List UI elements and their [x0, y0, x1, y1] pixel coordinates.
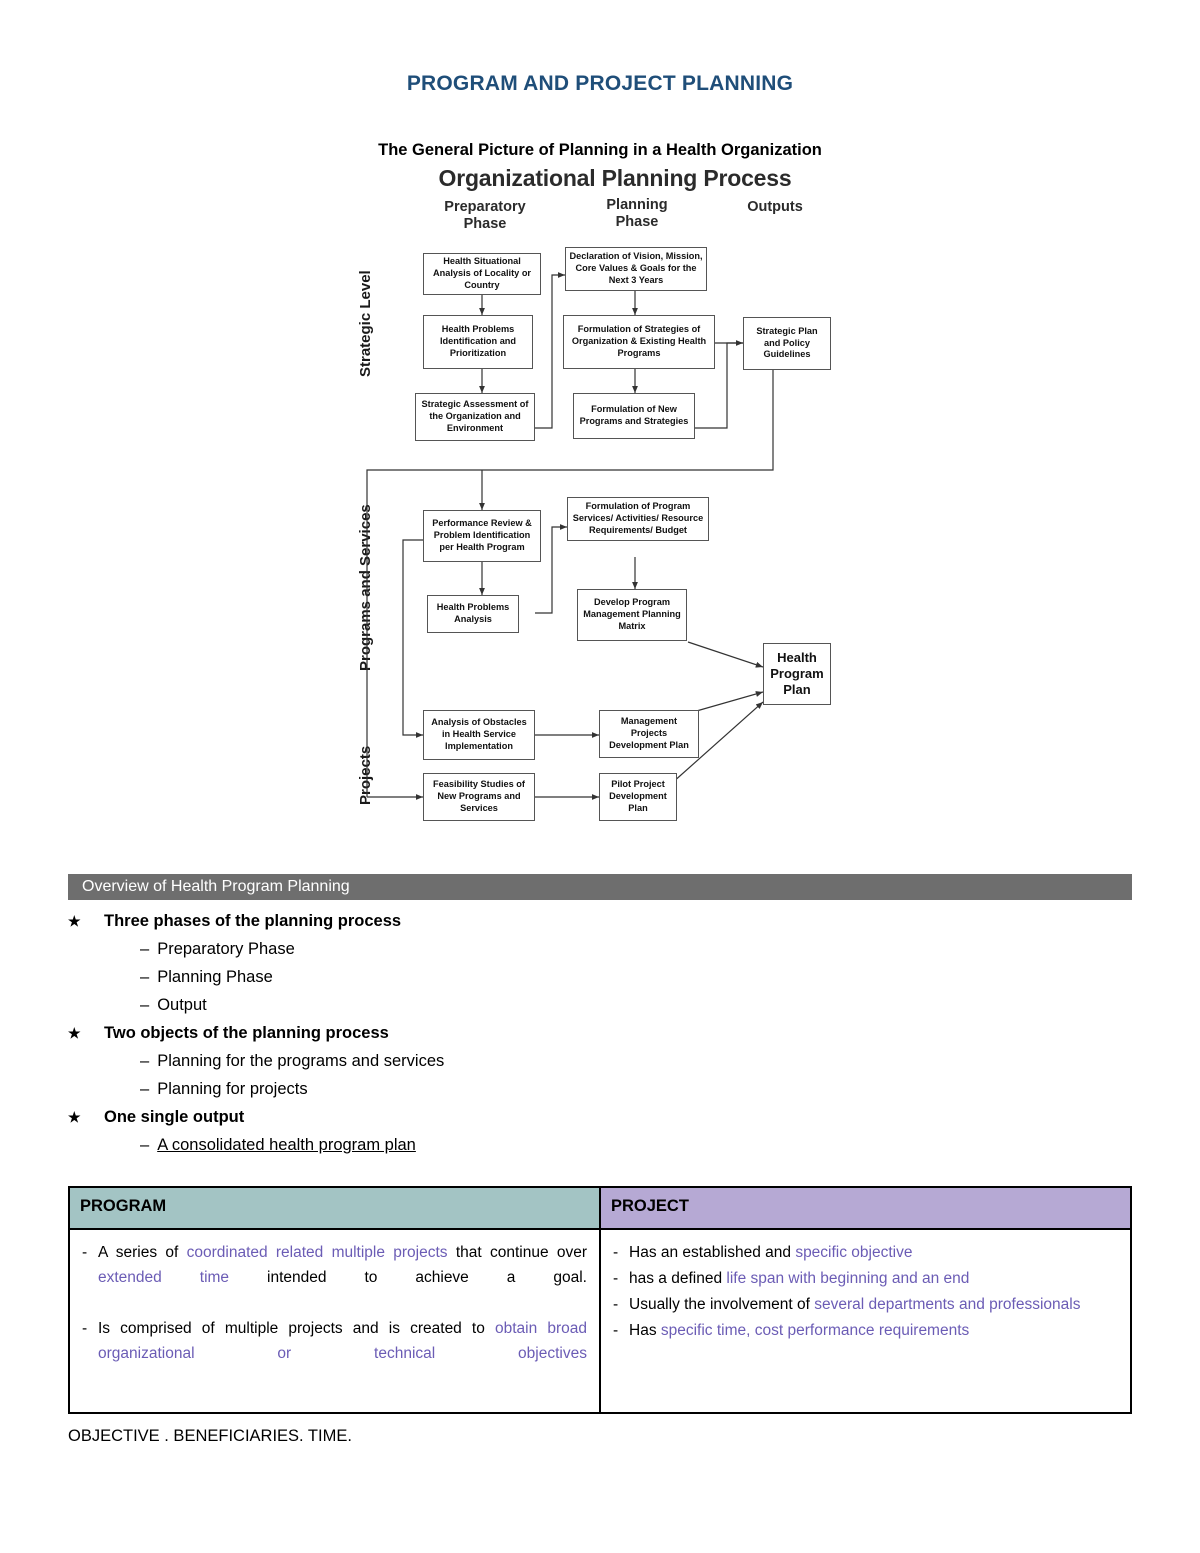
node-formulation-of-strategies: Formulation of Strategies of Organizatio…: [563, 315, 715, 369]
highlighted-phrase: specific objective: [795, 1244, 913, 1261]
overview-item-label: One single output: [104, 1108, 245, 1126]
overview-banner: Overview of Health Program Planning: [68, 874, 1132, 900]
figure-subtitle: The General Picture of Planning in a Hea…: [378, 141, 822, 159]
list-item: -Usually the involvement of several depa…: [613, 1292, 1118, 1317]
table-header-row: PROGRAM PROJECT: [68, 1186, 1132, 1230]
highlighted-phrase: coordinated related multiple projects: [186, 1244, 448, 1261]
star-bullet-icon: ★: [68, 913, 81, 929]
overview-subitem: –Planning Phase: [140, 968, 1132, 987]
list-item: -has a defined life span with beginning …: [613, 1266, 1118, 1291]
node-strategic-plan-policy-guidelines: Strategic Plan and Policy Guidelines: [743, 317, 831, 370]
node-strategic-assessment: Strategic Assessment of the Organization…: [415, 393, 535, 441]
dash-bullet-icon: -: [613, 1244, 619, 1261]
list-item-text: Has specific time, cost performance requ…: [629, 1318, 1118, 1343]
list-item-text: Has an established and specific objectiv…: [629, 1240, 1118, 1265]
plain-phrase: has a defined: [629, 1270, 727, 1288]
diagram-title: Organizational Planning Process: [438, 165, 792, 191]
overview-item-label: Two objects of the planning process: [104, 1024, 389, 1042]
node-declaration-of-vision: Declaration of Vision, Mission, Core Val…: [565, 247, 707, 291]
node-formulation-program-services: Formulation of Program Services/ Activit…: [567, 497, 709, 541]
node-health-problems-analysis: Health Problems Analysis: [427, 595, 519, 633]
overview-list: ★Three phases of the planning process–Pr…: [68, 903, 1132, 1155]
highlighted-phrase: several departments and professionals: [814, 1296, 1081, 1314]
overview-subitem-label: Preparatory Phase: [157, 940, 295, 958]
dash-bullet-icon: -: [613, 1270, 619, 1288]
node-health-problems-identification: Health Problems Identification and Prior…: [423, 315, 533, 369]
dash-bullet-icon: –: [140, 1052, 150, 1070]
list-item-text: Usually the involvement of several depar…: [629, 1292, 1118, 1317]
overview-subitem-label: Planning Phase: [157, 968, 273, 986]
dash-bullet-icon: -: [613, 1322, 619, 1340]
node-management-projects-development-plan: Management Projects Development Plan: [599, 710, 699, 758]
overview-subitem: –Planning for the programs and services: [140, 1052, 1132, 1071]
organizational-planning-diagram: Organizational Planning Process Preparat…: [345, 165, 865, 855]
dash-bullet-icon: –: [140, 1136, 150, 1154]
page-title: PROGRAM AND PROJECT PLANNING: [406, 72, 794, 95]
node-performance-review: Performance Review & Problem Identificat…: [423, 510, 541, 562]
node-develop-program-management-matrix: Develop Program Management Planning Matr…: [577, 589, 687, 641]
table-body-row: -A series of coordinated related multipl…: [68, 1228, 1132, 1414]
list-item: -Has an established and specific objecti…: [613, 1240, 1118, 1265]
plain-phrase: Usually the involvement of: [629, 1296, 815, 1314]
table-cell-project: -Has an established and specific objecti…: [599, 1228, 1132, 1414]
node-health-situational-analysis: Health Situational Analysis of Locality …: [423, 253, 541, 295]
list-item: -Is comprised of multiple projects and i…: [82, 1316, 587, 1391]
list-item: -Has specific time, cost performance req…: [613, 1318, 1118, 1343]
node-analysis-of-obstacles: Analysis of Obstacles in Health Service …: [423, 710, 535, 760]
overview-item: ★ One single output: [68, 1108, 1132, 1127]
overview-subitem: –Output: [140, 996, 1132, 1015]
list-item: -A series of coordinated related multipl…: [82, 1240, 587, 1315]
overview-item: ★ Two objects of the planning process: [68, 1024, 1132, 1043]
overview-subitem: –Planning for projects: [140, 1080, 1132, 1099]
highlighted-phrase: life span with beginning and an end: [726, 1270, 970, 1288]
plain-phrase: Has: [629, 1322, 661, 1340]
node-health-program-plan: Health Program Plan: [763, 643, 831, 705]
plain-phrase: that continue over: [447, 1244, 588, 1261]
star-bullet-icon: ★: [68, 1109, 81, 1125]
overview-subitem-label: Planning for the programs and services: [157, 1052, 445, 1070]
dash-bullet-icon: –: [140, 996, 150, 1014]
dash-bullet-icon: –: [140, 940, 150, 958]
dash-bullet-icon: -: [82, 1320, 88, 1338]
overview-item-label: Three phases of the planning process: [104, 912, 402, 930]
list-item-text: Is comprised of multiple projects and is…: [98, 1316, 587, 1391]
highlighted-phrase: specific time, cost performance requirem…: [660, 1322, 970, 1340]
overview-subitem-label: A consolidated health program plan: [157, 1136, 416, 1154]
list-item-text: has a defined life span with beginning a…: [629, 1266, 1118, 1291]
highlighted-phrase: extended time: [98, 1269, 230, 1287]
node-formulation-new-programs: Formulation of New Programs and Strategi…: [573, 393, 695, 439]
dash-bullet-icon: –: [140, 968, 150, 986]
row-label-programs-and-services: Programs and Services: [357, 504, 374, 671]
overview-item: ★ Three phases of the planning process: [68, 912, 1132, 931]
row-label-strategic-level: Strategic Level: [357, 270, 374, 378]
star-bullet-icon: ★: [68, 1025, 81, 1041]
overview-subitem: –A consolidated health program plan: [140, 1136, 1132, 1155]
node-pilot-project-development-plan: Pilot Project Development Plan: [599, 773, 677, 821]
footer-note: OBJECTIVE . BENEFICIARIES. TIME.: [68, 1427, 352, 1445]
plain-phrase: A series of: [98, 1244, 187, 1261]
column-header-outputs: Outputs: [747, 199, 803, 215]
highlighted-phrase: obtain broad organizational or technical…: [98, 1320, 588, 1363]
table-header-program: PROGRAM: [68, 1186, 601, 1230]
overview-subitem-label: Output: [157, 996, 207, 1014]
plain-phrase: intended to achieve a goal.: [229, 1269, 587, 1287]
plain-phrase: Is comprised of multiple projects and is…: [98, 1320, 495, 1338]
overview-subitem-label: Planning for projects: [157, 1080, 308, 1098]
dash-bullet-icon: -: [613, 1296, 619, 1314]
list-item-text: A series of coordinated related multiple…: [98, 1240, 587, 1315]
dash-bullet-icon: -: [82, 1244, 88, 1261]
program-project-comparison-table: PROGRAM PROJECT -A series of coordinated…: [68, 1186, 1132, 1414]
node-feasibility-studies: Feasibility Studies of New Programs and …: [423, 773, 535, 821]
table-header-project: PROJECT: [599, 1186, 1132, 1230]
overview-subitem: –Preparatory Phase: [140, 940, 1132, 959]
row-label-projects: Projects: [357, 745, 374, 805]
dash-bullet-icon: –: [140, 1080, 150, 1098]
table-cell-program: -A series of coordinated related multipl…: [68, 1228, 601, 1414]
plain-phrase: Has an established and: [629, 1244, 796, 1261]
